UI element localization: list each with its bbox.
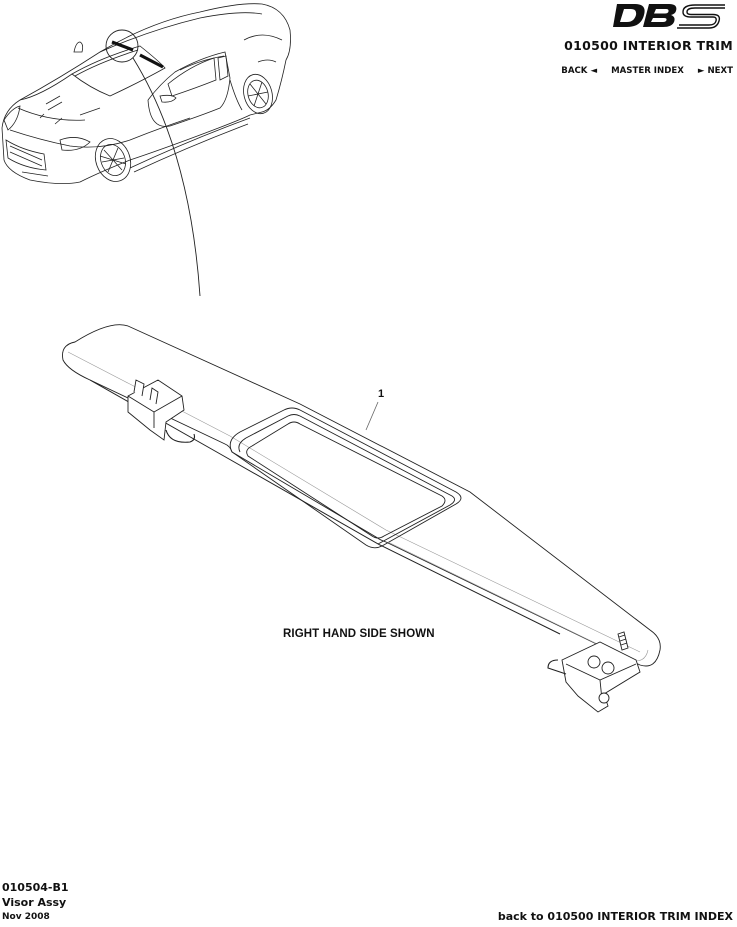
master-index-link[interactable]: MASTER INDEX	[611, 66, 684, 76]
back-to-index-link[interactable]: back to 010500 INTERIOR TRIM INDEX	[497, 910, 733, 923]
sun-visor-assembly	[62, 324, 661, 713]
document-info: 010504-B1 Visor Assy Nov 2008	[2, 880, 69, 925]
dbs-logo	[613, 4, 725, 29]
next-link[interactable]: ► NEXT	[697, 66, 733, 76]
part-code: 010504-B1	[2, 881, 69, 894]
back-link[interactable]: BACK ◄	[561, 66, 598, 76]
section-title: 010500 INTERIOR TRIM	[564, 38, 733, 53]
drawing-caption: RIGHT HAND SIDE SHOWN	[283, 628, 435, 640]
car-overview-illustration	[1, 3, 291, 184]
callout-number: 1	[378, 388, 385, 400]
document-date: Nov 2008	[2, 912, 50, 922]
visor-marker-left	[111, 40, 134, 52]
navigation-bar: BACK ◄ MASTER INDEX ► NEXT	[561, 66, 733, 76]
leader-line	[132, 57, 201, 297]
visor-marker-right	[139, 53, 164, 69]
detail-circle	[105, 29, 139, 63]
part-name: Visor Assy	[2, 896, 67, 909]
